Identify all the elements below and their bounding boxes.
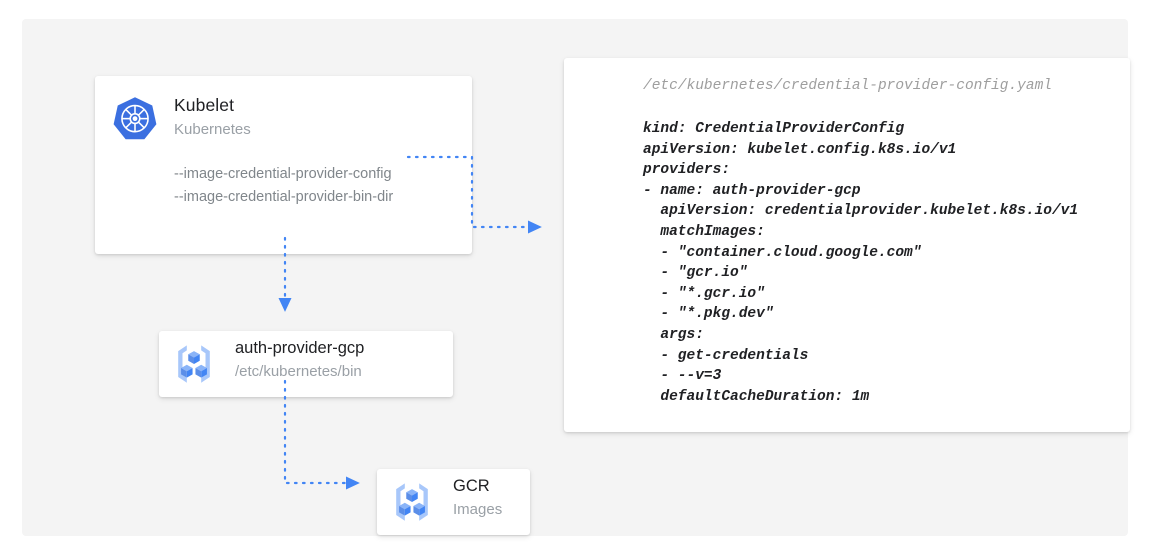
gcr-subtitle: Images — [453, 501, 503, 518]
gcr-title: GCR — [453, 477, 490, 495]
node-gcr-card[interactable]: GCR Images — [377, 469, 530, 535]
kubelet-flags: --image-credential-provider-config --ima… — [174, 163, 393, 209]
config-file-path: /etc/kubernetes/credential-provider-conf… — [643, 78, 1052, 94]
diagram-canvas: Kubelet Kubernetes --image-credential-pr… — [22, 19, 1130, 536]
container-registry-icon — [178, 345, 210, 383]
node-auth-provider-gcp-card[interactable]: auth-provider-gcp /etc/kubernetes/bin — [159, 331, 453, 397]
auth-provider-title: auth-provider-gcp — [235, 339, 365, 357]
kubelet-flag-bin-dir: --image-credential-provider-bin-dir — [174, 189, 394, 205]
credential-provider-config-panel[interactable]: /etc/kubernetes/credential-provider-conf… — [564, 58, 1130, 432]
config-file-content: kind: CredentialProviderConfig apiVersio… — [643, 121, 1079, 405]
kubelet-subtitle: Kubernetes — [174, 121, 251, 138]
auth-provider-subtitle: /etc/kubernetes/bin — [235, 363, 362, 380]
kubelet-title: Kubelet — [174, 95, 235, 115]
container-registry-icon — [396, 483, 428, 521]
node-kubelet-card[interactable]: Kubelet Kubernetes --image-credential-pr… — [95, 76, 472, 254]
kubelet-flag-config: --image-credential-provider-config — [174, 166, 392, 182]
kubernetes-logo-icon — [113, 97, 157, 140]
